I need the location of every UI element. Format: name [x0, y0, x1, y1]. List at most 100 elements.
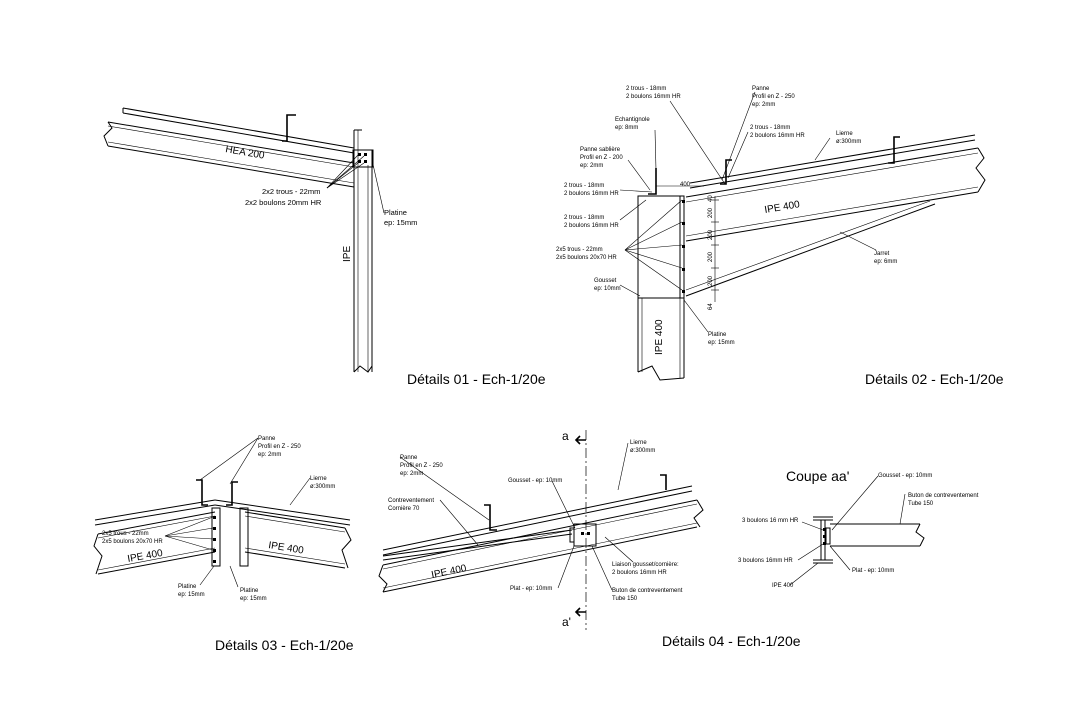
bolt [358, 153, 361, 156]
bolt [682, 245, 685, 248]
detail-04-title: Détails 04 - Ech-1/20e [662, 633, 801, 649]
ipe-label: IPE 400 [772, 583, 794, 589]
roof-cladding [689, 134, 976, 189]
sabliere-profile: Profil en Z - 200 [580, 155, 623, 161]
holes-label: 2 trous - 18mm [626, 86, 666, 92]
end-plate [352, 149, 374, 168]
ipe-rafter [685, 147, 986, 297]
bolt [823, 528, 826, 531]
detail-03-title: Détails 03 - Ech-1/20e [215, 637, 354, 653]
detail-02: 400 40 200 200 200 200 64 IPE 400 IPE 40… [556, 86, 1004, 387]
liaison-label: Liaison gousset/cornière: [612, 562, 679, 568]
bolt [823, 542, 826, 545]
bolts-label: 2x5 boulons 20x70 HR [556, 255, 617, 261]
roof-cladding [122, 107, 355, 154]
gusset [569, 527, 575, 543]
platine-thickness: ep: 15mm [708, 340, 735, 346]
bolt [682, 290, 685, 293]
lierne-label: Lierne [310, 476, 327, 482]
dim-200: 200 [708, 207, 714, 218]
panne-profile: Profil en Z - 250 [752, 94, 795, 100]
dim-200: 200 [708, 275, 714, 286]
jarret-label: Jarret [874, 251, 890, 257]
panne-profile: Profil en Z - 250 [258, 444, 301, 450]
detail-04: a a' [378, 429, 801, 649]
bolts-label: 2 boulons 16mm HR [564, 223, 619, 229]
bolt [358, 160, 361, 163]
panne-thickness: ep: 2mm [400, 471, 423, 477]
echantignole-label: Echantignole [615, 117, 650, 123]
jarret-thickness: ep: 6mm [874, 259, 897, 265]
bolt [682, 200, 685, 203]
detail-01: HEA 200 IPE 2x2 trous - 22mm 2x2 boulons… [103, 107, 546, 387]
platine-left-thickness: ep: 15mm [178, 592, 205, 598]
lierne-diameter: ø:300mm [836, 139, 861, 145]
bolt [581, 532, 584, 535]
dim-40: 40 [708, 195, 714, 202]
bolts-label: 2 boulons 16mm HR [564, 191, 619, 197]
bolt [213, 560, 216, 563]
bracing-angle [382, 529, 573, 561]
eave-purlin [648, 168, 657, 195]
panne-profile: Profil en Z - 250 [400, 463, 443, 469]
holes-label: 2 trous - 18mm [750, 125, 790, 131]
platine-left-label: Platine [178, 584, 197, 590]
panne-label: Panne [258, 436, 276, 442]
platine-thickness: ep: 15mm [384, 218, 417, 227]
bolts-lower-label: 3 boulons 16mm HR [738, 558, 793, 564]
leaders-d04 [399, 442, 634, 591]
gousset-label: Gousset - ep: 10mm [878, 473, 932, 479]
corniere-label: Cornière 70 [388, 506, 420, 512]
dim-200: 200 [708, 229, 714, 240]
panne-label: Panne [752, 86, 770, 92]
dim-64: 64 [708, 303, 714, 310]
dim-200: 200 [708, 251, 714, 262]
lierne-diameter: ø:300mm [630, 448, 655, 454]
bolt [213, 549, 216, 552]
contreventement-label: Contreventement [388, 498, 434, 504]
holes-label: 2 trous - 18mm [564, 215, 604, 221]
sabliere-label: Panne sablière [580, 147, 621, 153]
plat-label: Plat - ep: 10mm [510, 586, 552, 592]
detail-02-title: Détails 02 - Ech-1/20e [865, 371, 1004, 387]
dimension-line [656, 185, 719, 302]
holes-label: 2x5 trous - 22mm [102, 531, 149, 537]
purlin-z [660, 474, 667, 490]
purlin-z [196, 479, 208, 506]
section-mark-a-prime: a' [562, 615, 571, 629]
purlin-z [720, 159, 732, 185]
bolt [213, 538, 216, 541]
roof-cladding [382, 485, 693, 556]
bolt [682, 268, 685, 271]
plat-label: Plat - ep: 10mm [852, 568, 894, 574]
bolt [364, 153, 367, 156]
buton-profile: Tube 150 [612, 596, 638, 602]
leaders-d02 [619, 91, 877, 333]
platine-label: Platine [708, 332, 727, 338]
bolts-upper-label: 3 boulons 16 mm HR [742, 518, 799, 524]
ipe-beam-label: IPE 400 [764, 199, 801, 216]
roof-cladding [94, 499, 351, 526]
bolt [364, 160, 367, 163]
panne-label: Panne [400, 455, 418, 461]
buton-label: Buton de contreventement [908, 493, 979, 499]
section-aa: Coupe aa' Gousset - ep: 10mm Buton [738, 468, 979, 589]
ipe-section [813, 516, 833, 564]
sabliere-thickness: ep: 2mm [580, 163, 603, 169]
detail-01-title: Détails 01 - Ech-1/20e [407, 371, 546, 387]
lierne-label: Lierne [630, 440, 647, 446]
bolt [587, 532, 590, 535]
detail-03: Panne Profil en Z - 250 ep: 2mm Lierne ø… [93, 436, 354, 653]
panne-thickness: ep: 2mm [258, 452, 281, 458]
bolt [823, 535, 826, 538]
lierne-label: Lierne [836, 131, 853, 137]
holes-label: 2x5 trous - 22mm [556, 247, 603, 253]
purlin-z [226, 481, 238, 506]
buton-profile: Tube 150 [908, 501, 934, 507]
bolts-label: 2 boulons 16mm HR [626, 94, 681, 100]
ipe-left [93, 511, 216, 575]
purlin-z [484, 504, 497, 531]
column-and-plates [637, 195, 685, 381]
ipe-right-label: IPE 400 [268, 540, 305, 556]
